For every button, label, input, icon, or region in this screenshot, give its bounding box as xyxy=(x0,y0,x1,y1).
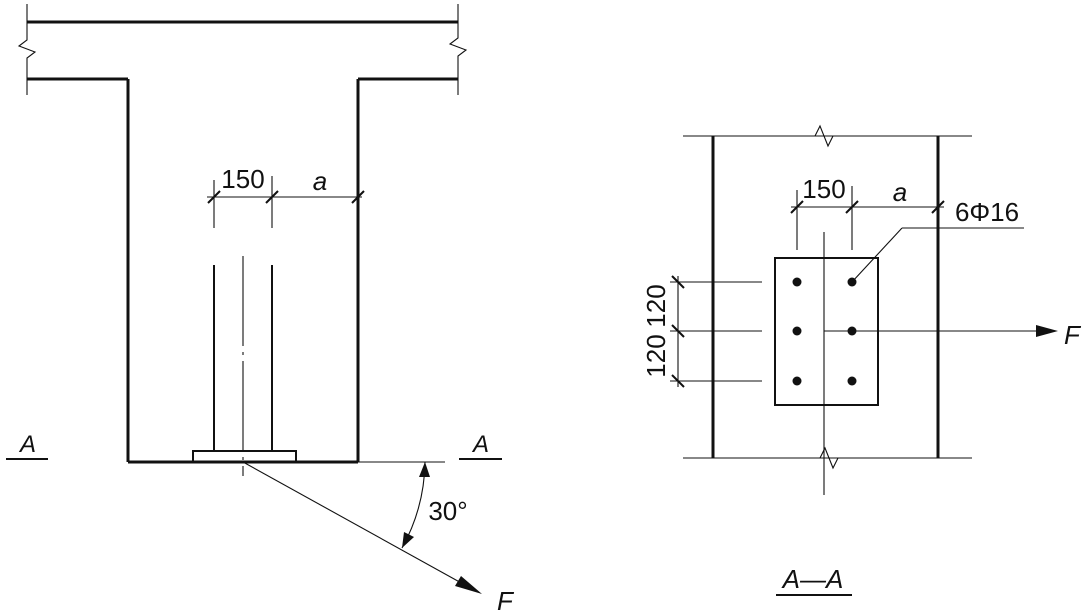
section-mark-left: A xyxy=(18,431,36,458)
angle-label: 30° xyxy=(428,496,467,526)
section-top-break xyxy=(814,124,834,148)
angle-arrowhead-bottom xyxy=(402,532,414,548)
section-mark-right: A xyxy=(471,431,489,458)
spacing-label-bottom: 120 xyxy=(641,334,671,377)
section-dim-tick-1 xyxy=(790,200,804,214)
force-label-horizontal: F xyxy=(1064,320,1082,350)
embedded-plate xyxy=(192,450,297,463)
break-line-right xyxy=(448,4,468,95)
force-arrowhead-horizontal xyxy=(1036,325,1058,337)
section-title: A—A xyxy=(781,564,844,594)
spacing-tick-1 xyxy=(671,275,685,289)
section-dim-label-a: a xyxy=(893,177,907,207)
section-dim-tick-2 xyxy=(845,200,859,214)
anchor-bar-dot xyxy=(792,376,802,386)
angle-arrowhead-top xyxy=(419,462,430,477)
left-elevation-view: 150 a A A F 30° xyxy=(6,4,515,613)
section-dim-tick-3 xyxy=(931,200,945,214)
spacing-tick-2 xyxy=(671,324,685,338)
anchor-bar-dot xyxy=(847,376,857,386)
spacing-label-top: 120 xyxy=(641,284,671,327)
section-bottom-break xyxy=(819,446,839,470)
rebar-label: 6Φ16 xyxy=(955,197,1019,227)
force-line-inclined xyxy=(242,461,475,591)
dim-label-150: 150 xyxy=(221,164,264,194)
spacing-tick-3 xyxy=(671,374,685,388)
dim-tick-3 xyxy=(351,190,365,204)
dim-tick-2 xyxy=(265,190,279,204)
dim-tick-1 xyxy=(207,190,221,204)
force-arrowhead-inclined xyxy=(455,576,482,594)
force-label-inclined: F xyxy=(497,586,515,613)
dim-label-a: a xyxy=(313,166,327,196)
section-view: 150 a 6Φ16 120 120 F A—A xyxy=(641,124,1082,596)
anchor-bar-dot xyxy=(792,326,802,336)
section-dim-label-150: 150 xyxy=(802,174,845,204)
break-line-left xyxy=(17,4,37,95)
rebar-leader-diagonal xyxy=(851,227,903,283)
anchor-bar-dot xyxy=(792,277,802,287)
